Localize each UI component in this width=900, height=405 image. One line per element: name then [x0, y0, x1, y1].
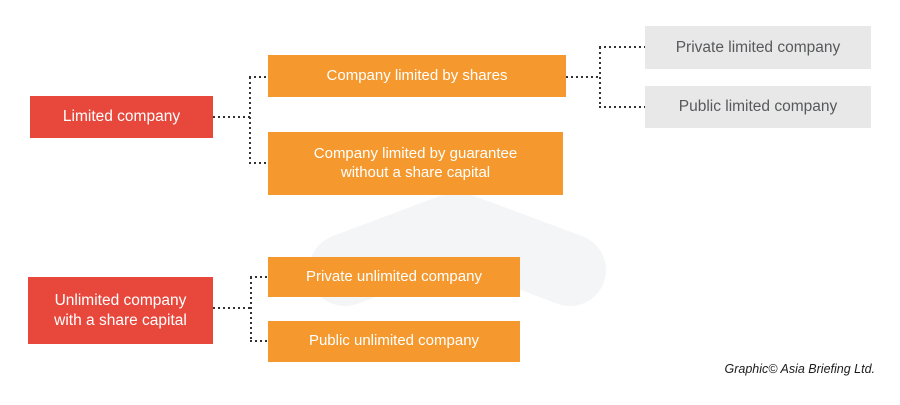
connector-unlimited-to-public	[250, 340, 268, 342]
node-company-limited-by-shares-label: Company limited by shares	[326, 66, 508, 84]
node-company-limited-by-guarantee: Company limited by guarantee without a s…	[268, 132, 563, 195]
connector-shares-to-public	[599, 106, 645, 108]
node-public-limited-company: Public limited company	[645, 86, 871, 128]
connector-limited-to-guarantee	[249, 162, 268, 164]
chevron-watermark-logo	[309, 192, 606, 306]
graphic-credit: Graphic© Asia Briefing Ltd.	[724, 362, 875, 376]
connector-unlimited-to-private	[250, 276, 268, 278]
connector-shares-stem	[566, 76, 600, 78]
node-unlimited-company-label: Unlimited company with a share capital	[54, 292, 187, 329]
connector-unlimited-branch-vertical	[250, 277, 252, 341]
connector-limited-branch-vertical	[249, 77, 251, 164]
node-private-limited-company-label: Private limited company	[675, 38, 841, 56]
node-public-unlimited-company: Public unlimited company	[268, 321, 520, 362]
connector-limited-to-shares	[249, 76, 268, 78]
node-unlimited-company: Unlimited company with a share capital	[28, 277, 213, 344]
node-limited-company-label: Limited company	[62, 108, 181, 126]
node-limited-company: Limited company	[30, 96, 213, 138]
node-private-unlimited-company: Private unlimited company	[268, 257, 520, 297]
connector-shares-to-private	[599, 46, 645, 48]
node-public-unlimited-company-label: Public unlimited company	[308, 332, 480, 350]
node-company-limited-by-shares: Company limited by shares	[268, 55, 566, 97]
connector-unlimited-stem	[213, 307, 251, 309]
connector-limited-stem	[213, 116, 251, 118]
connector-shares-branch-vertical	[599, 47, 601, 108]
node-public-limited-company-label: Public limited company	[678, 98, 838, 116]
node-private-unlimited-company-label: Private unlimited company	[306, 267, 482, 285]
node-company-limited-by-guarantee-label: Company limited by guarantee without a s…	[313, 144, 518, 181]
node-private-limited-company: Private limited company	[645, 26, 871, 69]
